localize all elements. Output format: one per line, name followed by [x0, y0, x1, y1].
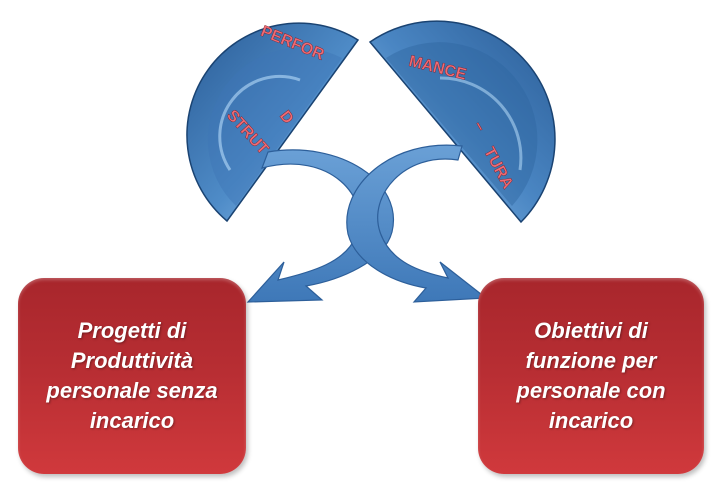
box-right-text: Obiettivi di funzione per personale con … — [516, 316, 665, 436]
box-obiettivi-funzione: Obiettivi di funzione per personale con … — [478, 278, 704, 474]
box-left-line: incarico — [89, 408, 175, 433]
box-right-line: funzione per — [525, 348, 657, 373]
box-left-line: personale senza — [46, 378, 218, 403]
left-half-disc — [186, 22, 360, 223]
box-left-line: Produttività — [70, 348, 194, 373]
right-half-disc — [368, 20, 556, 224]
box-left-line: Progetti di — [77, 318, 187, 343]
box-right-line: Obiettivi di — [534, 318, 648, 343]
box-right-line: personale con — [516, 378, 666, 403]
right-curved-arrow — [346, 144, 488, 303]
box-progetti-produttivita: Progetti di Produttività personale senza… — [18, 278, 246, 474]
box-left-text: Progetti di Produttività personale senza… — [46, 316, 217, 436]
box-right-line: incarico — [548, 408, 634, 433]
